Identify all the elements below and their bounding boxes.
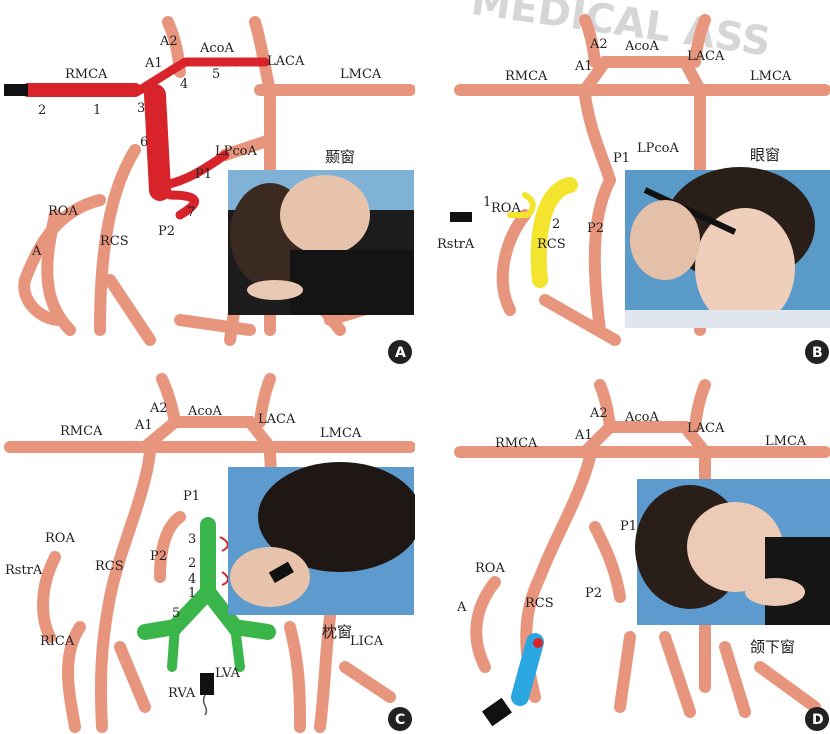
label-a2: A2 (589, 406, 608, 421)
label-lica: LICA (350, 634, 384, 649)
label-rmca: RMCA (505, 69, 548, 84)
num-1: 1 (483, 195, 491, 210)
num-5: 5 (212, 67, 220, 82)
label-a1: A1 (574, 428, 593, 443)
label-p1: P1 (620, 519, 637, 534)
panel-a: A2 AcoA A1 LACA RMCA LMCA LPcoA P1 P2 RO… (0, 0, 415, 367)
probe-d (482, 698, 512, 727)
probe-b (450, 212, 472, 222)
num-3: 3 (137, 101, 145, 116)
num-4: 4 (188, 572, 196, 587)
label-a1: A1 (574, 59, 593, 74)
label-rcs: RCS (100, 234, 129, 249)
num-2: 2 (38, 103, 46, 118)
panel-c-diagram: A2 AcoA A1 LACA RMCA LMCA P1 P2 ROA Rstr… (0, 367, 415, 734)
num-7: 7 (187, 205, 195, 220)
panel-d-marker (533, 638, 543, 648)
label-p2: P2 (587, 221, 604, 236)
window-label: 颌下窗 (750, 638, 795, 656)
label-rcs: RCS (525, 596, 554, 611)
label-rmca: RMCA (495, 436, 538, 451)
label-rica: RICA (40, 634, 75, 649)
label-a2: A2 (149, 401, 168, 416)
label-laca: LACA (687, 421, 725, 436)
badge-a: A (388, 340, 412, 364)
window-label: 枕窗 (322, 623, 352, 641)
photo-d (635, 479, 830, 625)
label-p1: P1 (183, 489, 200, 504)
label-roa: ROA (48, 204, 78, 219)
label-roa: ROA (45, 531, 75, 546)
num-5: 5 (172, 606, 180, 621)
label-a2: A2 (589, 37, 608, 52)
photo-c (228, 462, 415, 615)
label-acoa: AcoA (199, 41, 234, 56)
num-4: 4 (180, 77, 188, 92)
num-2: 2 (188, 556, 196, 571)
label-laca: LACA (267, 54, 305, 69)
svg-text:D: D (812, 712, 824, 728)
num-2: 2 (552, 217, 560, 232)
num-6: 6 (140, 135, 148, 150)
num-3: 3 (188, 532, 196, 547)
label-rstra: RstrA (437, 237, 475, 252)
label-a2: A2 (159, 34, 178, 49)
label-acoa: AcoA (624, 410, 659, 425)
svg-text:C: C (395, 712, 405, 728)
num-1: 1 (188, 586, 196, 601)
label-lmca: LMCA (340, 67, 382, 82)
label-lmca: LMCA (320, 426, 362, 441)
label-rmca: RMCA (65, 67, 108, 82)
panel-c-arrows (220, 537, 228, 585)
panel-d-diagram: A2 AcoA A1 LACA RMCA LMCA P1 P2 ROA A RC… (415, 367, 830, 734)
window-label: 眼窗 (750, 146, 780, 164)
window-label: 颞窗 (325, 148, 355, 166)
label-p1: P1 (613, 151, 630, 166)
panel-a-diagram: A2 AcoA A1 LACA RMCA LMCA LPcoA P1 P2 RO… (0, 0, 415, 367)
label-roa: ROA (491, 201, 521, 216)
label-roa: ROA (475, 561, 505, 576)
probe-c-cable (204, 695, 207, 715)
badge-d: D (805, 707, 829, 731)
label-lmca: LMCA (750, 69, 792, 84)
svg-text:A: A (395, 345, 406, 361)
label-p2: P2 (585, 586, 602, 601)
label-laca: LACA (258, 412, 296, 427)
label-p2: P2 (150, 549, 167, 564)
label-a: A (456, 600, 467, 615)
probe-a (4, 84, 28, 96)
label-rmca: RMCA (60, 424, 103, 439)
label-p1: P1 (195, 167, 212, 182)
label-acoa: AcoA (187, 404, 222, 419)
label-lpcoa: LPcoA (215, 144, 257, 159)
label-a1: A1 (134, 418, 153, 433)
num-1: 1 (93, 103, 101, 118)
svg-text:B: B (812, 345, 823, 361)
panel-c: A2 AcoA A1 LACA RMCA LMCA P1 P2 ROA Rstr… (0, 367, 415, 734)
label-lva: LVA (215, 666, 241, 681)
label-rva: RVA (168, 686, 196, 701)
photo-a (228, 170, 414, 315)
panel-b: A2 AcoA A1 LACA RMCA LMCA LPcoA P1 P2 RO… (415, 0, 830, 367)
panel-d: A2 AcoA A1 LACA RMCA LMCA P1 P2 ROA A RC… (415, 367, 830, 734)
label-rcs: RCS (95, 559, 124, 574)
label-a1: A1 (144, 56, 163, 71)
panel-b-diagram: A2 AcoA A1 LACA RMCA LMCA LPcoA P1 P2 RO… (415, 0, 830, 367)
label-acoa: AcoA (624, 39, 659, 54)
label-rstra: RstrA (5, 563, 43, 578)
label-a: A (31, 244, 42, 259)
probe-c (200, 673, 214, 695)
label-rcs: RCS (537, 237, 566, 252)
photo-b (625, 167, 830, 328)
label-lmca: LMCA (765, 434, 807, 449)
label-lpcoa: LPcoA (637, 141, 679, 156)
label-p2: P2 (158, 224, 175, 239)
badge-b: B (805, 340, 829, 364)
badge-c: C (388, 707, 412, 731)
label-laca: LACA (687, 49, 725, 64)
